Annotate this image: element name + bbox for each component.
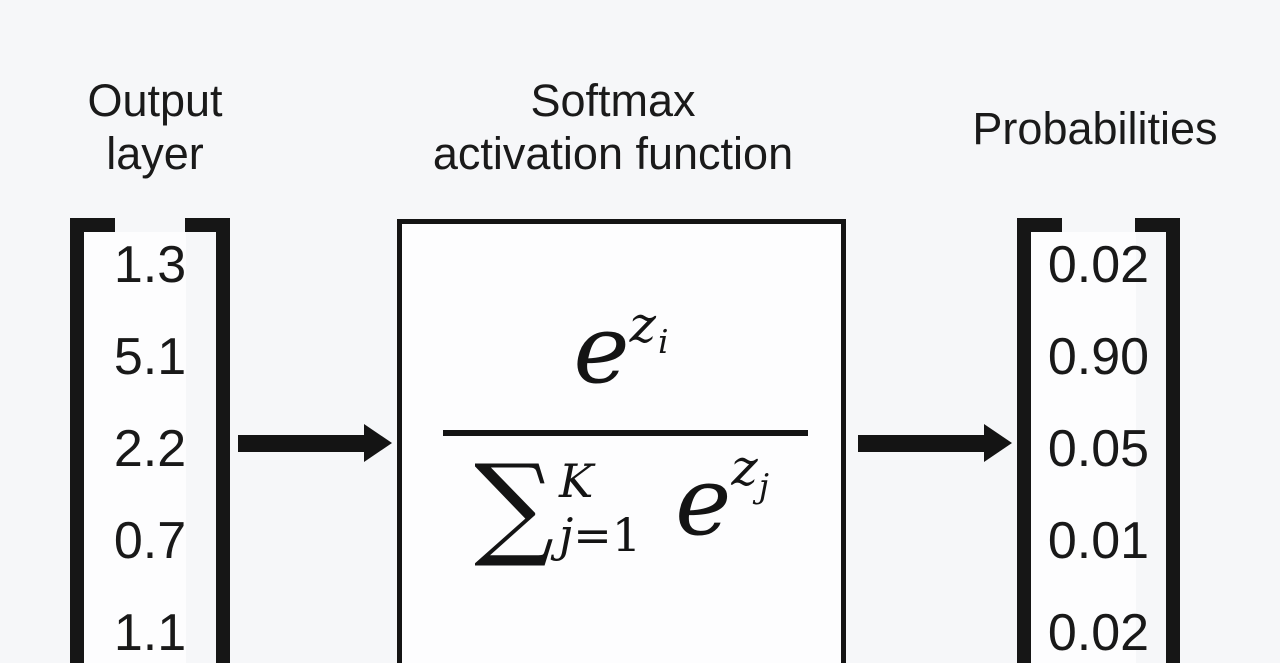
numerator-exp-var: z (629, 296, 657, 354)
sum-lower-eq: =1 (573, 508, 642, 562)
output-layer-label-line2: layer (106, 128, 204, 179)
probabilities-vector: 0.02 0.90 0.05 0.01 0.02 (1017, 219, 1180, 663)
output-layer-label: Output layer (30, 74, 280, 180)
numerator-exp-index: i (658, 322, 670, 361)
softmax-label: Softmax activation function (368, 74, 858, 180)
output-value: 1.3 (113, 236, 187, 294)
sum-icon: ∑ (474, 441, 555, 571)
probability-value: 0.02 (1047, 236, 1150, 294)
probability-value: 0.05 (1047, 420, 1150, 478)
output-value: 0.7 (113, 512, 187, 570)
probability-value: 0.01 (1047, 512, 1150, 570)
arrow-right-icon (858, 435, 984, 452)
softmax-label-line2: activation function (432, 128, 794, 179)
output-vector-right-bracket (185, 218, 230, 663)
probabilities-vector-background (1031, 232, 1136, 663)
arrow-right-icon-head (364, 424, 392, 462)
probabilities-vector-right-bracket (1135, 218, 1180, 663)
formula-numerator: ezi (397, 300, 846, 398)
denominator-exp-index: j (758, 466, 769, 505)
probabilities-vector-left-bracket (1017, 218, 1062, 663)
softmax-label-line1: Softmax (530, 75, 696, 126)
denominator-base: e (675, 446, 732, 557)
probabilities-label: Probabilities (972, 103, 1218, 154)
probability-value: 0.90 (1047, 328, 1150, 386)
denominator-exp-var: z (731, 439, 758, 497)
output-value: 1.1 (113, 604, 187, 662)
output-value: 5.1 (113, 328, 187, 386)
output-value: 2.2 (113, 420, 187, 478)
output-vector-background (84, 232, 186, 663)
output-vector: 1.3 5.1 2.2 0.7 1.1 (70, 219, 230, 663)
sum-upper-limit: K (559, 453, 594, 508)
arrow-right-icon-head (984, 424, 1012, 462)
output-vector-left-bracket (70, 218, 115, 663)
fraction-bar (443, 430, 808, 436)
sum-lower-var: j (559, 508, 574, 562)
arrow-right-icon (238, 435, 364, 452)
probability-value: 0.02 (1047, 604, 1150, 662)
softmax-formula-box (397, 219, 846, 663)
output-layer-label-line1: Output (87, 75, 223, 126)
numerator-base: e (573, 295, 630, 405)
